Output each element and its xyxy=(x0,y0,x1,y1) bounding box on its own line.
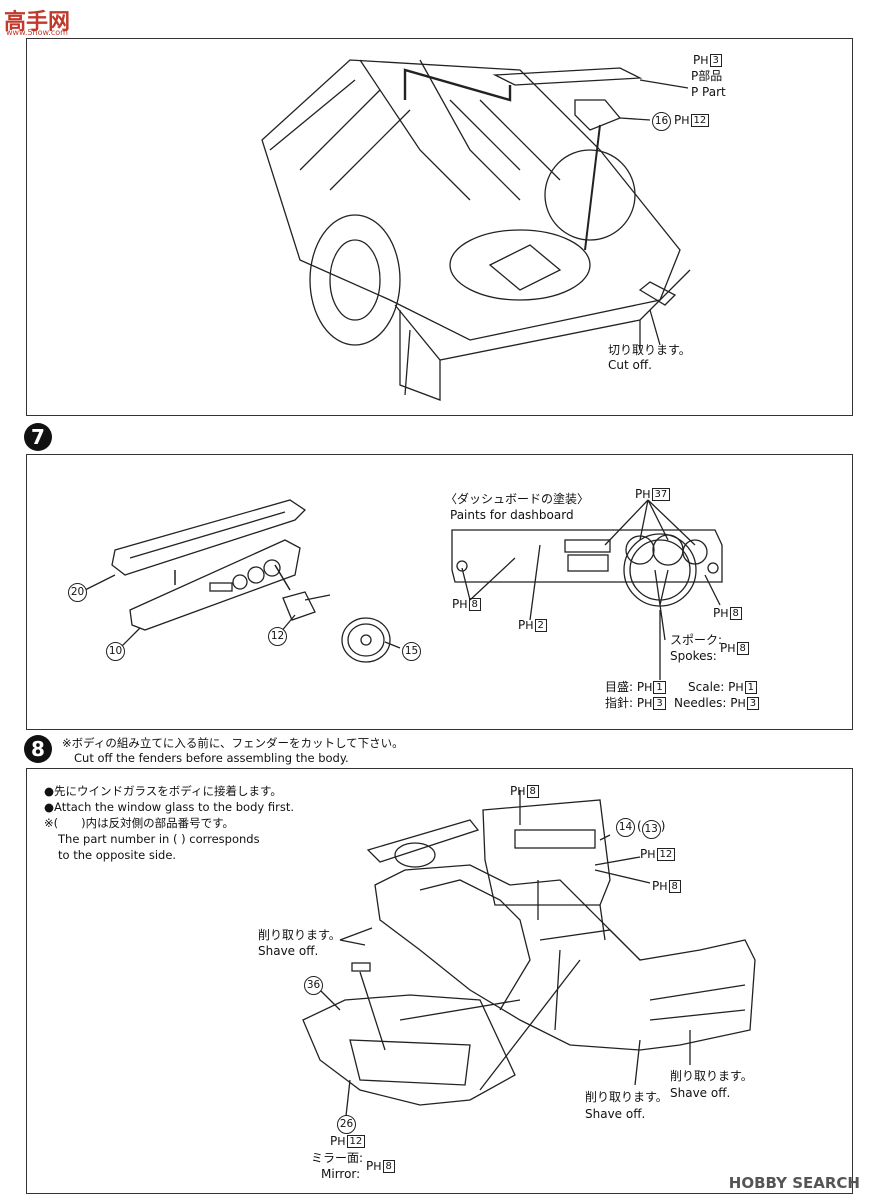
step8-note-en: Cut off the fenders before assembling th… xyxy=(74,751,349,765)
site-url: www.5how.com xyxy=(6,28,68,37)
instr-4: The part number in ( ) corresponds xyxy=(58,832,260,846)
dash-paint-en: Paints for dashboard xyxy=(450,508,574,522)
step7-badge: 7 xyxy=(24,423,52,451)
step8-panel xyxy=(26,768,853,1194)
part-12: 12 xyxy=(268,627,287,646)
mirror-en: Mirror: xyxy=(321,1167,361,1181)
part-14: 14 xyxy=(616,818,635,837)
part-15: 15 xyxy=(402,642,421,661)
hobby-search-watermark: HOBBY SEARCH xyxy=(728,1174,860,1192)
shave-right-en: Shave off. xyxy=(670,1086,731,1100)
dash-paint-jp: 〈ダッシュボードの塗装〉 xyxy=(445,492,590,506)
mirror-jp: ミラー面: xyxy=(311,1151,364,1165)
step8-badge: 8 xyxy=(24,735,52,763)
step8-note-jp: ※ボディの組み立てに入る前に、フェンダーをカットして下さい。 xyxy=(62,736,404,750)
spokes-jp: スポーク: xyxy=(670,633,723,647)
shave-right-jp: 削り取ります。 xyxy=(670,1069,753,1083)
instr-1: ●先にウインドガラスをボディに接着します。 xyxy=(44,784,282,798)
p-part-jp: P部品 xyxy=(691,69,723,83)
part-10: 10 xyxy=(106,642,125,661)
step7-panel xyxy=(26,454,853,730)
step6-panel xyxy=(26,38,853,416)
shave-mid-jp: 削り取ります。 xyxy=(585,1090,668,1104)
part-36: 36 xyxy=(304,976,323,995)
part-20: 20 xyxy=(68,583,87,602)
part-16: 16 xyxy=(652,112,671,131)
part-26: 26 xyxy=(337,1115,356,1134)
shave-left-en: Shave off. xyxy=(258,944,319,958)
spokes-en: Spokes: xyxy=(670,649,717,663)
p-part-en: P Part xyxy=(691,85,726,99)
site-logo: 高手网 xyxy=(4,10,71,35)
instr-2: ●Attach the window glass to the body fir… xyxy=(44,800,294,814)
instr-5: to the opposite side. xyxy=(58,848,177,862)
cut-en: Cut off. xyxy=(608,358,652,372)
part-13-paren: (13) xyxy=(637,818,665,839)
instr-3: ※( )内は反対側の部品番号です。 xyxy=(44,816,234,830)
shave-left-jp: 削り取ります。 xyxy=(258,928,341,942)
shave-mid-en: Shave off. xyxy=(585,1107,646,1121)
cut-jp: 切り取ります。 xyxy=(608,343,691,357)
